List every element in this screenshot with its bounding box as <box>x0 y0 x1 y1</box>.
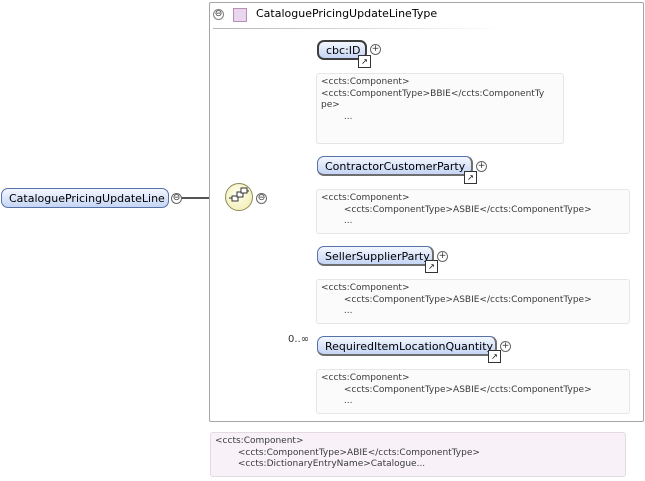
sequence-collapse-icon[interactable]: ⊖ <box>256 193 267 204</box>
reference-icon: ↗ <box>425 260 438 273</box>
element-contractor-label: ContractorCustomerParty <box>325 160 466 173</box>
doc-line: ... <box>321 396 353 406</box>
doc-line: pe> <box>321 100 340 110</box>
doc-required-item-location-quantity: <ccts:Component> <ccts:ComponentType>ASB… <box>316 369 630 414</box>
doc-seller-supplier-party: <ccts:Component> <ccts:ComponentType>ASB… <box>316 279 630 324</box>
doc-line: <ccts:Component> <box>321 283 410 293</box>
type-name: CataloguePricingUpdateLineType <box>256 7 438 20</box>
element-required-item-location-quantity[interactable]: RequiredItemLocationQuantity <box>317 336 497 356</box>
doc-line: <ccts:ComponentType>ASBIE</ccts:Componen… <box>321 384 592 395</box>
type-collapse-icon[interactable]: ⊖ <box>213 9 224 20</box>
element-cbc-id-label: cbc:ID <box>326 44 361 57</box>
sequence-compositor[interactable] <box>225 183 253 211</box>
doc-cbc-id: <ccts:Component><ccts:ComponentType>BBIE… <box>316 73 564 144</box>
doc-line: <ccts:ComponentType>ASBIE</ccts:Componen… <box>321 294 592 305</box>
doc-line: <ccts:DictionaryEntryName>Catalogue... <box>215 459 426 469</box>
expand-contractor-icon[interactable]: + <box>476 161 487 172</box>
reference-icon: ↗ <box>358 55 371 68</box>
expand-required-item-icon[interactable]: + <box>500 341 511 352</box>
doc-line: <ccts:Component> <box>321 373 410 383</box>
element-cbc-id[interactable]: cbc:ID <box>317 40 367 60</box>
doc-line: ... <box>321 306 353 316</box>
doc-line: <ccts:Component> <box>321 193 410 203</box>
doc-line: ... <box>321 216 353 226</box>
doc-line: <ccts:ComponentType>ABIE</ccts:Component… <box>215 447 480 458</box>
doc-type: <ccts:Component> <ccts:ComponentType>ABI… <box>210 432 626 477</box>
expand-seller-icon[interactable]: + <box>437 251 448 262</box>
root-element-box[interactable]: CataloguePricingUpdateLine <box>1 188 169 208</box>
doc-contractor-customer-party: <ccts:Component> <ccts:ComponentType>ASB… <box>316 189 630 234</box>
doc-line: <ccts:Component> <box>321 77 410 87</box>
element-seller-supplier-party[interactable]: SellerSupplierParty <box>317 246 434 266</box>
doc-line: ... <box>321 111 353 122</box>
complex-type-icon <box>233 8 247 22</box>
element-contractor-customer-party[interactable]: ContractorCustomerParty <box>317 156 473 176</box>
expand-cbc-id-icon[interactable]: + <box>370 44 381 55</box>
occurrence-label: 0..∞ <box>288 334 310 345</box>
reference-icon: ↗ <box>464 171 477 184</box>
doc-line: <ccts:ComponentType>ASBIE</ccts:Componen… <box>321 204 592 215</box>
type-header-divider <box>213 28 505 29</box>
element-required-item-label: RequiredItemLocationQuantity <box>325 340 494 353</box>
root-element-label: CataloguePricingUpdateLine <box>9 192 165 205</box>
reference-icon: ↗ <box>488 350 501 363</box>
element-seller-label: SellerSupplierParty <box>325 250 430 263</box>
sequence-compositor-icon <box>229 187 249 202</box>
doc-line: <ccts:Component> <box>215 436 304 446</box>
doc-line: <ccts:ComponentType>BBIE</ccts:Component… <box>321 88 545 99</box>
root-collapse-icon[interactable]: ⊖ <box>171 193 182 204</box>
